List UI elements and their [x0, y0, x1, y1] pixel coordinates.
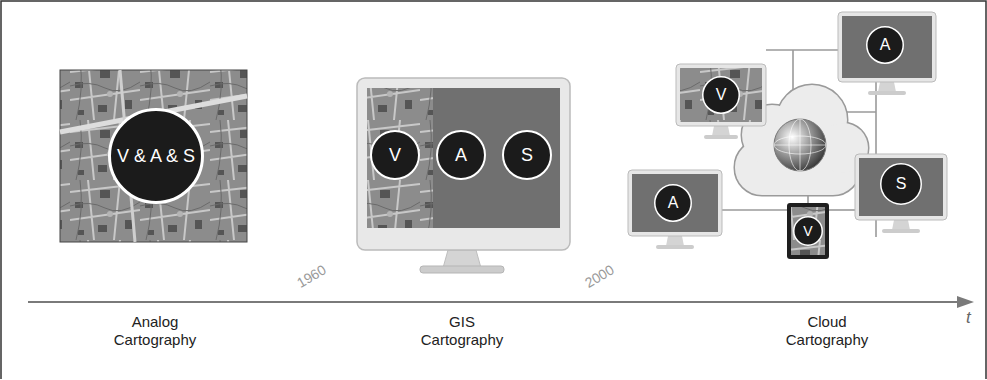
year-mark: 1960: [294, 261, 329, 291]
circle-letter: A: [880, 37, 891, 53]
axis-arrowhead: [957, 296, 974, 308]
circle-shape: [794, 217, 823, 246]
circle-shape: [371, 131, 419, 179]
storage-circle: S: [502, 130, 552, 180]
client-monitor: [855, 154, 947, 233]
circle-shape: [437, 131, 485, 179]
year-mark: 2000: [582, 261, 617, 291]
client-monitor: [838, 12, 936, 95]
era-label: Analog Cartography: [107, 313, 203, 349]
client-monitor: [628, 170, 722, 249]
circle-shape: [867, 27, 904, 64]
analysis-circle: A: [866, 26, 904, 64]
circle-letter: S: [521, 146, 533, 164]
circle-letter: V: [716, 87, 727, 103]
circle-letter: A: [455, 146, 467, 164]
storage-circle: S: [880, 163, 922, 205]
view-circle: V: [370, 130, 420, 180]
circle-shape: [703, 77, 740, 114]
circle-letter: V: [803, 224, 812, 238]
era-label: GIS Cartography: [414, 313, 510, 349]
view-circle: V: [793, 216, 823, 246]
gis-monitor: [357, 78, 570, 273]
era-label: Cloud Cartography: [779, 313, 875, 349]
circle-shape: [655, 185, 692, 222]
axis-label: t: [966, 308, 971, 328]
analysis-circle: A: [654, 184, 692, 222]
circle-shape: [881, 164, 922, 205]
tablet: [787, 203, 829, 259]
circle-shape: [110, 110, 203, 203]
circle-letter: S: [896, 176, 907, 192]
analysis-circle: A: [436, 130, 486, 180]
time-axis: [28, 301, 960, 303]
circle-letter: A: [668, 195, 679, 211]
combined-circle: V & A & S: [108, 108, 204, 204]
client-monitor: [676, 64, 766, 139]
circle-letter: V: [389, 146, 401, 164]
circle-letter: V & A & S: [117, 147, 195, 165]
circle-shape: [503, 131, 551, 179]
view-circle: V: [702, 76, 740, 114]
map-image: [60, 70, 247, 242]
